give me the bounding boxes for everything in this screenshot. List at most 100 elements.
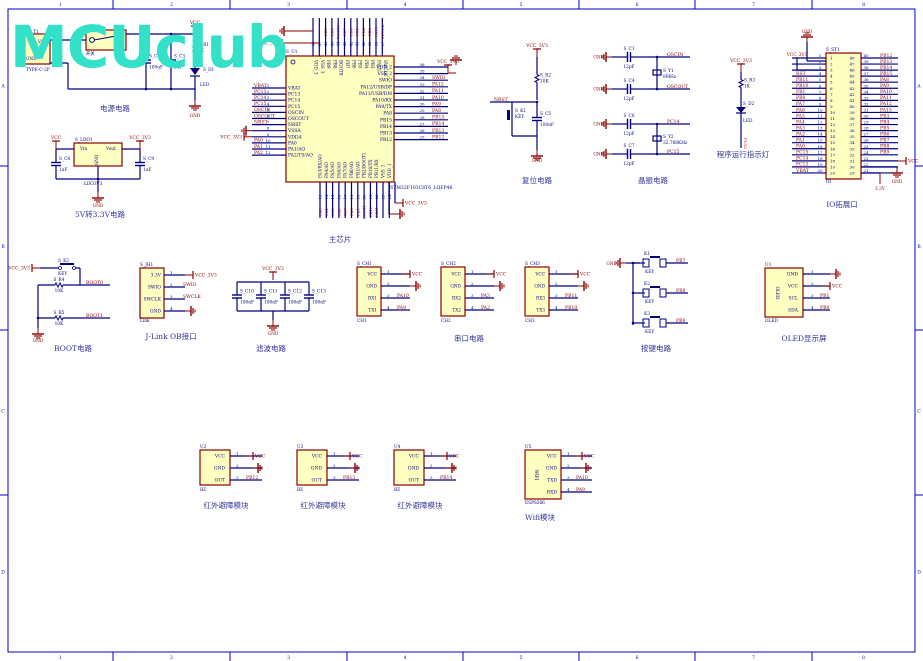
pin-number: 36: [849, 128, 855, 133]
value-label: 1uF: [59, 168, 68, 173]
crystal-icon: [652, 135, 662, 142]
column-label: 2: [170, 655, 173, 661]
pin-name: PA15: [377, 60, 382, 71]
pin-name: TX1: [368, 309, 377, 314]
ref-label: S_Y2: [663, 135, 674, 140]
pin-number: 22: [374, 194, 379, 199]
ref-label: S_C10: [240, 290, 254, 295]
value-label: KEY: [645, 300, 654, 305]
power-label: GND: [593, 88, 604, 93]
pin-number: 3: [555, 293, 558, 298]
pin-number: 7: [819, 89, 822, 94]
pin-number: 5: [267, 107, 270, 112]
pin-name: GND: [366, 285, 377, 290]
resistor-icon: [54, 281, 64, 289]
net-label: PB13: [432, 128, 444, 134]
ref-label: S_ST1: [826, 48, 840, 53]
net-label: PB10: [796, 83, 808, 89]
pin-number: 3: [567, 475, 570, 480]
pin-number: 38: [863, 65, 869, 70]
pin-number: 44: [849, 80, 855, 85]
power-label: VCC_3V3: [436, 59, 459, 65]
pin-name: SWIO: [148, 285, 161, 291]
column-label: 6: [636, 655, 639, 661]
pin-number: 8: [830, 98, 833, 103]
pin-name: GND: [546, 466, 558, 472]
ref-label: S_R4: [53, 278, 64, 283]
pin-number: 40: [863, 53, 869, 58]
pin-name: VDD_2: [375, 65, 392, 71]
pin-number: 43: [849, 86, 855, 91]
column-label: 1: [59, 655, 62, 661]
section-caption: OLED显示屏: [781, 334, 827, 343]
pin-name: SCL: [788, 296, 798, 302]
ref-label: S_C13: [312, 290, 326, 295]
resistor-icon: [737, 79, 745, 88]
pin-number: 4: [267, 101, 270, 106]
pin-number: 16: [830, 146, 836, 151]
pin-number: 45: [329, 41, 334, 46]
pin-number: 2: [471, 281, 474, 286]
row-label: A: [0, 84, 5, 90]
net-label: PB3: [880, 113, 889, 119]
pin-number: 3: [267, 95, 270, 100]
pin-name: OUT: [215, 478, 225, 484]
net-label: PA12: [880, 101, 892, 107]
pin-number: 17: [830, 152, 836, 157]
ref-label: S_C12: [288, 290, 302, 295]
net-label: NRST: [494, 97, 509, 103]
power-label: GND: [593, 153, 604, 158]
net-label: BOOT1: [362, 205, 367, 219]
pin-name: PB13: [380, 131, 392, 137]
net-label: PC15: [667, 149, 680, 155]
key-terminal-icon: [642, 318, 650, 328]
ref-label: S_C2: [149, 55, 160, 60]
ref-label: S_D2: [743, 102, 755, 107]
switch-contact-icon: [58, 266, 62, 270]
pin-number: 29: [849, 170, 855, 175]
net-label: PB4: [361, 28, 366, 36]
pin-name: PA5/AO: [330, 161, 335, 178]
net-label: PA0: [796, 144, 805, 150]
net-label: VBAT: [253, 83, 268, 89]
push-button-icon: [650, 316, 660, 318]
net-label: PA11: [880, 95, 892, 101]
value-label: 12pF: [623, 132, 634, 137]
value-label: 1uF: [174, 66, 183, 71]
pin-number: 2: [430, 463, 433, 468]
pin-number: 29: [419, 108, 425, 113]
pin-name: PA4/AO: [324, 161, 329, 178]
pin-name: OUT: [312, 478, 322, 484]
pin-number: 41: [849, 98, 854, 103]
net-label: PB10: [368, 206, 373, 217]
value-label: 8MHz: [663, 75, 677, 80]
led-icon: [736, 107, 746, 113]
net-label: PB9: [676, 318, 685, 324]
key-terminal-icon: [659, 318, 667, 328]
value-label: 12pF: [623, 97, 634, 102]
pin-number: 16: [817, 144, 823, 149]
net-label: PA10: [576, 475, 588, 481]
pin-name: VCC: [546, 454, 558, 460]
pin-number: 2: [333, 463, 336, 468]
net-label: PC13: [743, 138, 748, 149]
power-label: VCC_3V3: [404, 201, 427, 207]
ir-module: [296, 449, 328, 486]
pin-number: 19: [355, 194, 360, 199]
pin-name: VSS_2: [377, 71, 393, 77]
net-label: SWCLK: [183, 294, 201, 300]
pin-number: 3: [830, 68, 833, 73]
net-label: PA9: [576, 487, 585, 493]
pin-number: 4: [567, 487, 570, 492]
pin-number: 2: [811, 281, 814, 286]
net-label: PB14: [880, 65, 892, 71]
power-label: VCC: [831, 284, 843, 290]
power-label: GND: [532, 159, 543, 164]
pin-number: 14: [830, 134, 836, 139]
net-label: PA11: [432, 88, 444, 94]
net-label: PA6: [796, 107, 805, 113]
ref-label: S_SW1: [86, 25, 101, 30]
pin-number: 35: [419, 69, 425, 74]
part-label: OLED: [765, 319, 779, 324]
pin-name: PA12/USB/DP: [361, 84, 392, 90]
